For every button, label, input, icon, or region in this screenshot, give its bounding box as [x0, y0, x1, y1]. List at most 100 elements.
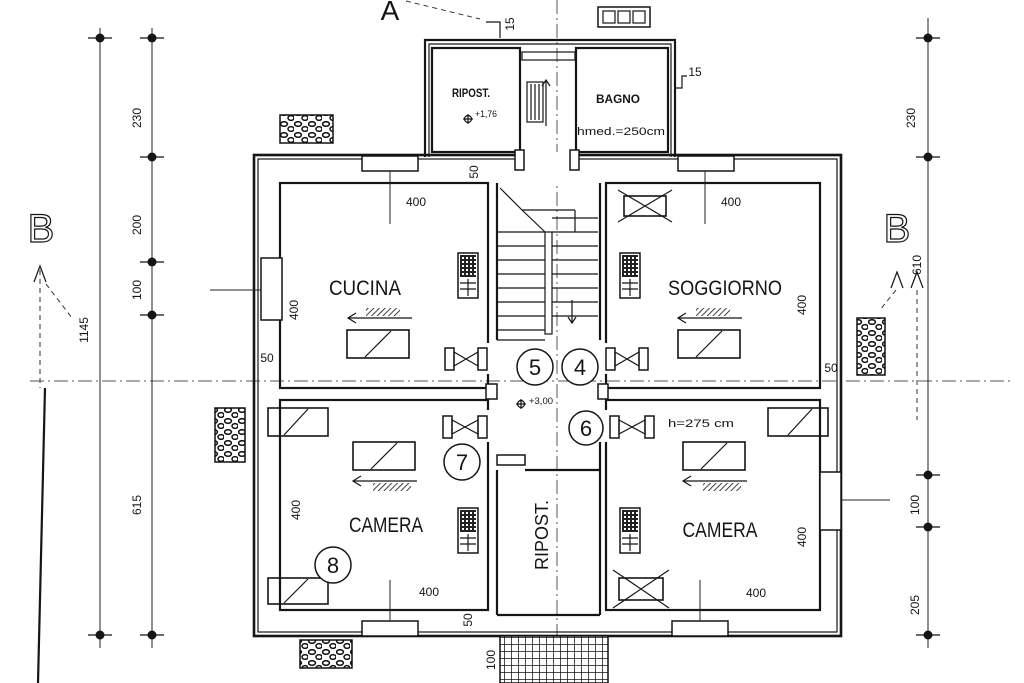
- dim-annex-offset-right: 15: [688, 65, 702, 79]
- stone-wall-patch: [214, 407, 246, 463]
- offset-mark-top: 15: [486, 17, 517, 38]
- dim-kitchen-width: 400: [406, 195, 426, 209]
- vent-x-symbol: [617, 189, 673, 223]
- wall-stubs: [485, 149, 609, 466]
- dim-right-segment: 610: [910, 255, 924, 275]
- dim-left-segment: 100: [130, 280, 144, 300]
- marker-number: 7: [456, 450, 468, 475]
- kitchen-label: CUCINA: [329, 277, 401, 300]
- bedroom-left: [278, 398, 490, 612]
- dim-left-segment: 200: [130, 215, 144, 235]
- slashed-box-symbol: [352, 441, 416, 471]
- door-symbol: [605, 347, 649, 371]
- living-label: SOGGIORNO: [668, 277, 782, 300]
- window: [361, 155, 419, 172]
- dim-bedroom-right-depth: 400: [795, 527, 809, 547]
- bathroom-height: hmed.=250cm: [577, 126, 665, 138]
- landing-level-marker-icon: [516, 399, 526, 409]
- slashed-box-symbol: [346, 329, 410, 359]
- dim-right-segment: 100: [908, 495, 922, 515]
- bedroom-left-label: CAMERA: [349, 514, 423, 537]
- marker-number: 6: [580, 416, 592, 441]
- center-storage-room: RIPOST.: [495, 442, 602, 617]
- section-marker-b-left: B: [27, 206, 73, 683]
- radiator-icon: [457, 252, 479, 299]
- hatched-arrow-symbol: [346, 308, 412, 324]
- annex-storage-room: [430, 46, 522, 154]
- door-symbol: [444, 347, 488, 371]
- stone-wall-patch: [279, 114, 334, 144]
- marker-number: 4: [574, 355, 586, 380]
- three-box-symbol: [597, 6, 651, 28]
- marker-number: 5: [529, 355, 541, 380]
- dim-annex-offset-top: 15: [503, 17, 517, 31]
- section-letter-a: A: [381, 0, 400, 26]
- annex-storage-label: RIPOST.: [452, 86, 490, 100]
- dim-bedroom-right-width: 400: [746, 586, 766, 600]
- level-marker-icon: [463, 114, 473, 124]
- living-room: [604, 181, 822, 390]
- dim-bedroom-left-width: 400: [419, 585, 439, 599]
- dim-wall-bottom: 50: [461, 613, 475, 627]
- radiator-icon: [619, 507, 641, 554]
- staircase: [495, 183, 602, 341]
- annex-ladder-symbol: [526, 78, 551, 126]
- dim-bedroom-left-depth: 400: [289, 500, 303, 520]
- right-dimension-chain: 230 610 100 205: [904, 18, 940, 648]
- slashed-box-symbol: [682, 441, 746, 471]
- slashed-box-symbol: [767, 407, 829, 437]
- dim-wall-top: 50: [467, 165, 481, 179]
- bathroom-label: BAGNO: [596, 92, 640, 106]
- annex-storage-level: +1,76: [475, 109, 497, 119]
- center-axis-lines: [30, 0, 1010, 683]
- dim-right-segment: 230: [904, 108, 918, 128]
- window: [671, 620, 729, 637]
- hatched-arrow-symbol: [681, 475, 747, 491]
- circled-marker: 4: [561, 348, 599, 386]
- door-openings: [484, 152, 610, 442]
- hatched-arrow-symbol: [351, 475, 417, 491]
- bathroom: [574, 46, 670, 154]
- dim-right-segment: 205: [908, 595, 922, 615]
- stone-wall-patches: [214, 114, 886, 669]
- dim-living-depth: 400: [795, 295, 809, 315]
- circled-marker: 5: [516, 348, 554, 386]
- window: [361, 620, 419, 637]
- section-letter-b-right: B: [884, 207, 911, 251]
- section-marker-a: A: [381, 0, 481, 26]
- circled-marker: 8: [314, 546, 352, 584]
- slashed-box-symbol: [267, 407, 329, 437]
- window: [677, 155, 735, 172]
- dim-left-total: 1145: [77, 317, 91, 343]
- slashed-box-symbol: [677, 329, 741, 359]
- dim-left-segment: 615: [130, 495, 144, 515]
- hatched-arrow-symbol: [676, 308, 742, 324]
- window: [819, 471, 842, 531]
- landing-level: +3,00: [529, 396, 553, 406]
- offset-mark-right: 15: [676, 65, 702, 89]
- section-marker-b-right: B: [879, 206, 924, 420]
- slashed-box-symbol: [267, 577, 329, 605]
- circled-marker: 6: [568, 410, 604, 446]
- circled-marker: 7: [443, 443, 481, 481]
- marker-number: 8: [327, 553, 339, 578]
- radiator-icon: [457, 507, 479, 554]
- bedroom-right-label: CAMERA: [683, 519, 758, 542]
- section-letter-b-left: B: [28, 207, 55, 251]
- left-dimension-chain: 1145 230 200 100 615: [77, 28, 164, 648]
- dim-left-segment: 230: [130, 108, 144, 128]
- annex: 15 15 RIPOST. +1,76 BAGNO hmed.=250cm: [423, 17, 702, 157]
- vent-x-symbol: [612, 569, 670, 609]
- windows: [210, 155, 890, 637]
- center-storage-label: RIPOST.: [532, 500, 552, 570]
- entry-steps: [499, 635, 609, 683]
- door-symbol: [442, 415, 488, 439]
- stone-wall-patch: [299, 639, 353, 669]
- dim-kitchen-depth: 400: [287, 300, 301, 320]
- window: [260, 257, 283, 321]
- stone-wall-patch: [856, 317, 886, 376]
- dim-living-width: 400: [721, 195, 741, 209]
- dim-wall-right: 50: [824, 361, 838, 375]
- ceiling-height: h=275 cm: [668, 418, 734, 430]
